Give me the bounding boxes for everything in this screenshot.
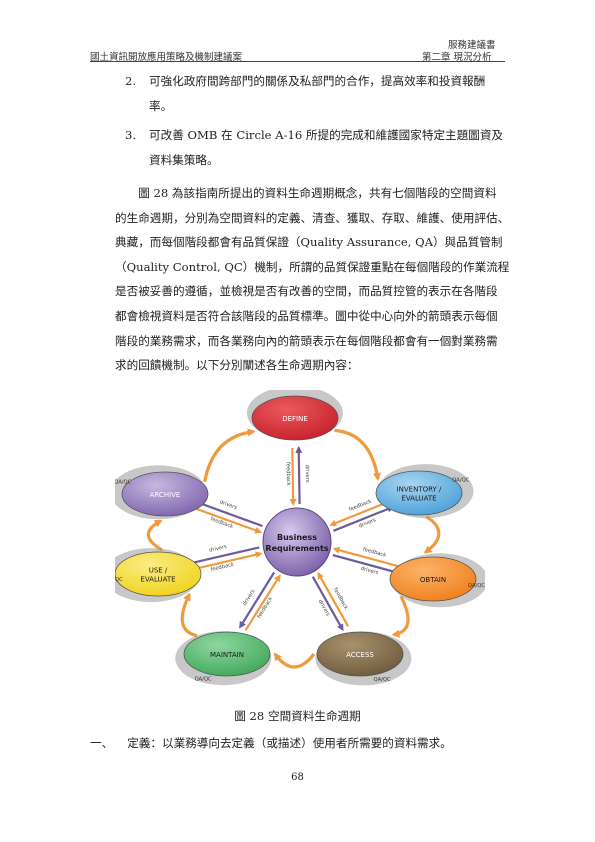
qaqc-label: QA/QC	[195, 676, 212, 682]
stage-label: EVALUATE	[401, 495, 436, 503]
list-item-line: 資料集策略。	[149, 153, 219, 167]
drivers-arrow	[332, 554, 406, 577]
feedback-arrow	[244, 574, 281, 631]
stage-inventory	[375, 470, 463, 516]
body-paragraph: 圖 28 為該指南所提出的資料生命週期概念，共有七個階段的空間資料 的生命週期，…	[115, 181, 509, 378]
feedback-arrow	[317, 571, 350, 627]
business-requirements-circle	[262, 507, 332, 577]
center-label: Business	[277, 533, 317, 542]
header-chapter: 第二章 現況分析	[422, 52, 492, 63]
stage-maintain	[183, 631, 271, 677]
stage-define	[251, 395, 339, 441]
qaqc-label: QA/QC	[115, 577, 123, 583]
cycle-arrow	[334, 428, 381, 481]
list-item-line: 率。	[149, 99, 173, 113]
drivers-label: drivers	[360, 566, 379, 577]
cycle-arrow	[391, 595, 410, 638]
list-item-number: 2.	[125, 74, 137, 88]
feedback-arrow	[187, 551, 263, 572]
paragraph-line: 典藏，而每個階段都會有品質保證（Quality Assurance, QA）與品…	[115, 235, 503, 250]
stage-access	[316, 631, 404, 677]
page-number: 68	[291, 772, 304, 783]
stage-label: MAINTAIN	[210, 651, 244, 659]
feedback-arrow	[329, 500, 391, 527]
definition-lead: 一、	[90, 736, 114, 750]
drivers-arrow	[295, 445, 303, 505]
drivers-arrow	[184, 546, 260, 567]
stage-archive	[121, 471, 209, 517]
figure-caption: 圖 28 空間資料生命週期	[234, 709, 361, 723]
header-doc-type: 服務建議書	[448, 40, 496, 51]
paragraph-line: 求的回饋機制。以下分別闡述各生命週期內容：	[115, 358, 359, 373]
feedback-arrow	[289, 447, 297, 507]
cycle-arrow	[146, 519, 163, 552]
cycle-arrow	[180, 592, 198, 638]
feedback-label: feedback	[332, 587, 349, 611]
stage-label: USE /	[149, 567, 168, 575]
drivers-label: drivers	[317, 599, 331, 618]
qaqc-label: QA/QC	[452, 477, 469, 483]
drivers-arrow	[333, 505, 395, 532]
cycle-arrow	[203, 428, 256, 483]
definition-text: 定義：以業務導向去定義（或描述）使用者所需要的資料需求。	[127, 736, 452, 750]
paragraph-line: 圖 28 為該指南所提出的資料生命週期概念，共有七個階段的空間資料	[115, 186, 497, 200]
drivers-label: drivers	[219, 499, 238, 511]
stage-label: DEFINE	[282, 415, 308, 423]
qaqc-label: QA/QC	[374, 677, 391, 683]
drivers-label: drivers	[304, 465, 310, 483]
list-item-line: 可改善 OMB 在 Circle A-16 所提的完成和維護國家特定主題圖資及	[149, 128, 504, 142]
stage-use	[115, 551, 202, 597]
paragraph-line: 都會檢視資料是否符合該階段的品質標準。圖中從中心向外的箭頭表示每個	[115, 308, 498, 323]
cycle-arrow	[273, 652, 316, 669]
stage-label: INVENTORY /	[397, 486, 442, 494]
stage-label: OBTAIN	[420, 576, 446, 584]
list-item-line: 可強化政府間跨部門的關係及私部門的合作，提高效率和投資報酬	[149, 74, 486, 88]
paragraph-line: 是否被妥善的遵循，並檢視是否有改善的空間，而品質控管的表示在各階段	[115, 284, 498, 299]
center-label: Requirements	[265, 544, 328, 553]
feedback-arrow	[191, 506, 263, 534]
qaqc-label: QA/QC	[115, 479, 132, 485]
drivers-arrow	[192, 499, 263, 528]
header-project-title: 國土資訊開放應用策略及機制建議案	[90, 52, 243, 63]
feedback-label: feedback	[285, 462, 291, 486]
drivers-arrow	[311, 576, 344, 632]
cycle-arrow	[423, 515, 441, 554]
stage-label: ARCHIVE	[150, 491, 181, 499]
stage-label: EVALUATE	[140, 576, 175, 584]
feedback-label: feedback	[210, 562, 235, 573]
definition-item: 一、定義：以業務導向去定義（或描述）使用者所需要的資料需求。	[90, 735, 452, 751]
stage-label: ACCESS	[346, 651, 374, 659]
paragraph-line: 階段的業務需求，而各業務向內的箭頭表示在每個階段都會有一個對業務需	[115, 333, 498, 348]
list-item-number: 3.	[125, 128, 137, 142]
paragraph-line: 的生命週期，分別為空間資料的定義、清查、獲取、存取、維護、使用評估、	[115, 210, 510, 225]
feedback-arrow	[332, 546, 406, 570]
drivers-label: drivers	[209, 544, 228, 554]
paragraph-line: （Quality Control, QC）機制，所謂的品質保證重點在每個階段的作…	[115, 259, 510, 274]
stage-obtain	[389, 556, 477, 602]
header-rule	[90, 61, 505, 62]
qaqc-label: QA/QC	[468, 583, 485, 589]
drivers-arrow	[239, 571, 276, 629]
